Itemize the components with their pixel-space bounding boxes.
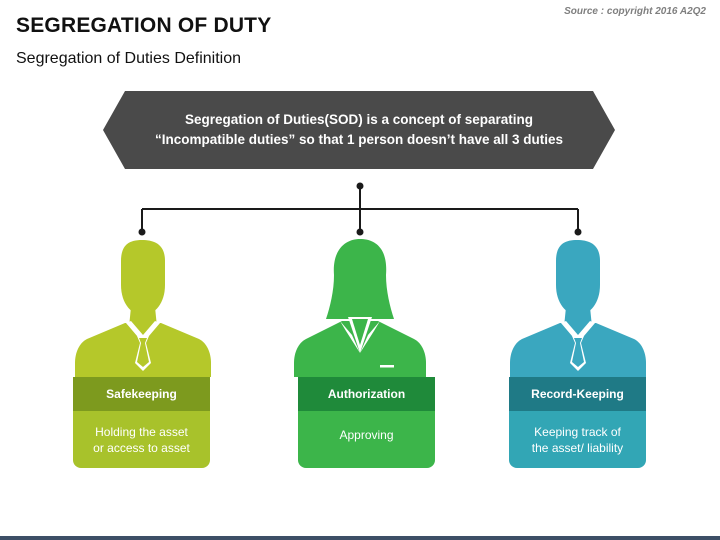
duty-desc-line: Approving bbox=[339, 428, 394, 442]
duty-desc-line: Keeping track of bbox=[534, 424, 621, 439]
duty-desc-line: Holding the asset bbox=[95, 424, 188, 439]
duty-desc-line: or access to asset bbox=[93, 440, 190, 455]
duty-desc-authorization: Approving bbox=[298, 411, 435, 468]
definition-banner: Segregation of Duties(SOD) is a concept … bbox=[103, 91, 615, 169]
duty-label-record-keeping: Record-Keeping bbox=[509, 377, 646, 411]
banner-hexagon-shape bbox=[103, 91, 615, 169]
connector-dot-center bbox=[356, 228, 364, 236]
page-subtitle: Segregation of Duties Definition bbox=[16, 50, 242, 67]
man-silhouette-icon bbox=[73, 235, 213, 377]
page-title: SEGREGATION OF DUTY bbox=[16, 14, 272, 37]
connector-dot-top bbox=[356, 182, 364, 190]
woman-silhouette-icon bbox=[290, 235, 430, 377]
source-credit: Source : copyright 2016 A2Q2 bbox=[564, 6, 706, 17]
duty-desc-record-keeping: Keeping track of the asset/ liability bbox=[509, 411, 646, 468]
duty-label-safekeeping: Safekeeping bbox=[73, 377, 210, 411]
duty-desc-line: the asset/ liability bbox=[531, 440, 624, 455]
connector-dot-left bbox=[138, 228, 146, 236]
banner-line-2: “Incompatible duties” so that 1 person d… bbox=[154, 132, 564, 147]
duty-label-authorization: Authorization bbox=[298, 377, 435, 411]
connector-dot-right bbox=[574, 228, 582, 236]
banner-line-1: Segregation of Duties(SOD) is a concept … bbox=[184, 112, 534, 127]
duty-desc-safekeeping: Holding the asset or access to asset bbox=[73, 411, 210, 468]
banner-text: Segregation of Duties(SOD) is a concept … bbox=[143, 91, 575, 169]
man-silhouette-icon bbox=[508, 235, 648, 377]
bottom-accent-bar bbox=[0, 536, 720, 540]
